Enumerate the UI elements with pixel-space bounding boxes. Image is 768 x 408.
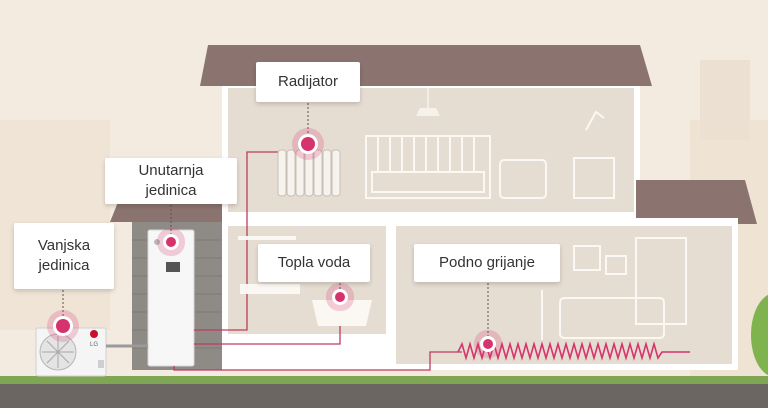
outdoor-unit-label-line1: Vanjska [37, 237, 91, 254]
bed [365, 135, 491, 199]
nightstand [573, 157, 615, 199]
indoor-unit-hotspot[interactable] [166, 237, 176, 247]
indoor-unit-callout: Unutarnja jedinica [105, 158, 237, 204]
bathroom-shelf [238, 236, 296, 240]
desk-lamp [585, 110, 605, 131]
bookshelf [635, 237, 687, 325]
wall-picture [605, 255, 627, 275]
outdoor-unit-label-line2: jedinica [38, 257, 90, 274]
indoor-unit-label-line1: Unutarnja [138, 162, 204, 179]
extension-roof [636, 180, 757, 224]
indoor-unit-display [166, 262, 180, 272]
ground [0, 384, 768, 408]
bathtub [312, 300, 372, 326]
outdoor-unit-panel [98, 360, 104, 368]
lg-logo [90, 330, 98, 338]
background-building [700, 60, 750, 140]
armchair [499, 159, 547, 199]
radiator-hotspot[interactable] [301, 137, 315, 151]
floor-heating-hotspot[interactable] [483, 339, 493, 349]
hot-water-hotspot[interactable] [335, 292, 345, 302]
grass-strip [0, 376, 768, 384]
indoor-unit-logo [154, 239, 160, 245]
sofa [559, 297, 665, 339]
outdoor-unit-hotspot[interactable] [56, 319, 70, 333]
callout-leaders [62, 103, 489, 340]
floor-heating-coil [457, 341, 690, 361]
indoor-unit-label-line2: jedinica [145, 182, 197, 199]
wall-picture [573, 245, 601, 271]
tree [751, 294, 768, 376]
outdoor-unit-brand: LG [90, 342, 98, 348]
floor-heating-label: Podno grijanje [439, 254, 535, 271]
indoor-unit [147, 229, 195, 367]
floor-heating-callout: Podno grijanje [414, 244, 560, 282]
sink [240, 284, 300, 294]
hot-water-callout: Topla voda [258, 244, 370, 282]
outdoor-unit-callout: Vanjska jedinica [14, 223, 114, 289]
fan-grille [42, 336, 74, 368]
utility-roof [110, 202, 222, 222]
radiator [277, 149, 341, 197]
hot-water-label: Topla voda [277, 254, 351, 271]
radiator-label: Radijator [277, 73, 339, 90]
ceiling-lamp [416, 108, 440, 116]
radiator-callout: Radijator [256, 62, 360, 102]
